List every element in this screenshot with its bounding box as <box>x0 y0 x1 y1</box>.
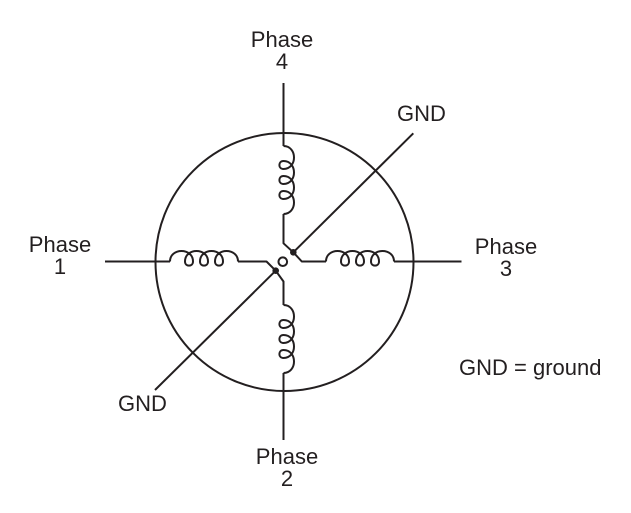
phase-3-lead-wire <box>292 251 462 263</box>
phase-2-word: Phase <box>255 444 319 469</box>
gnd-lower-lead-line <box>154 269 277 391</box>
gnd-upper-label: GND <box>397 101 446 126</box>
phase-2-lead-wire <box>274 270 285 440</box>
gnd-upper-lead-line <box>292 132 415 254</box>
phase-2-coil <box>278 304 295 374</box>
phase-1-word: Phase <box>28 232 92 257</box>
phase-3-label: Phase 3 <box>456 236 556 280</box>
phase-4-word: Phase <box>250 27 314 52</box>
gnd-legend-text: GND = ground <box>459 355 602 380</box>
phase-3-word: Phase <box>474 234 538 259</box>
phase-4-lead-wire <box>282 83 294 254</box>
phase-4-number: 4 <box>275 49 289 74</box>
phase-3-number: 3 <box>499 256 513 281</box>
phase-4-coil <box>278 145 295 215</box>
gnd-lower-label: GND <box>118 391 167 416</box>
phase-4-label: Phase 4 <box>232 29 332 73</box>
upper-junction-dot <box>290 249 297 256</box>
center-shaft-circle <box>277 256 289 268</box>
phase-1-label: Phase 1 <box>10 234 110 278</box>
phase-1-number: 1 <box>53 254 67 279</box>
phase-1-coil <box>169 250 239 267</box>
phase-2-label: Phase 2 <box>237 446 337 490</box>
phase-3-coil <box>325 250 395 267</box>
phase-1-lead-wire <box>105 260 277 272</box>
phase-2-number: 2 <box>280 466 294 491</box>
lower-junction-dot <box>272 267 280 275</box>
